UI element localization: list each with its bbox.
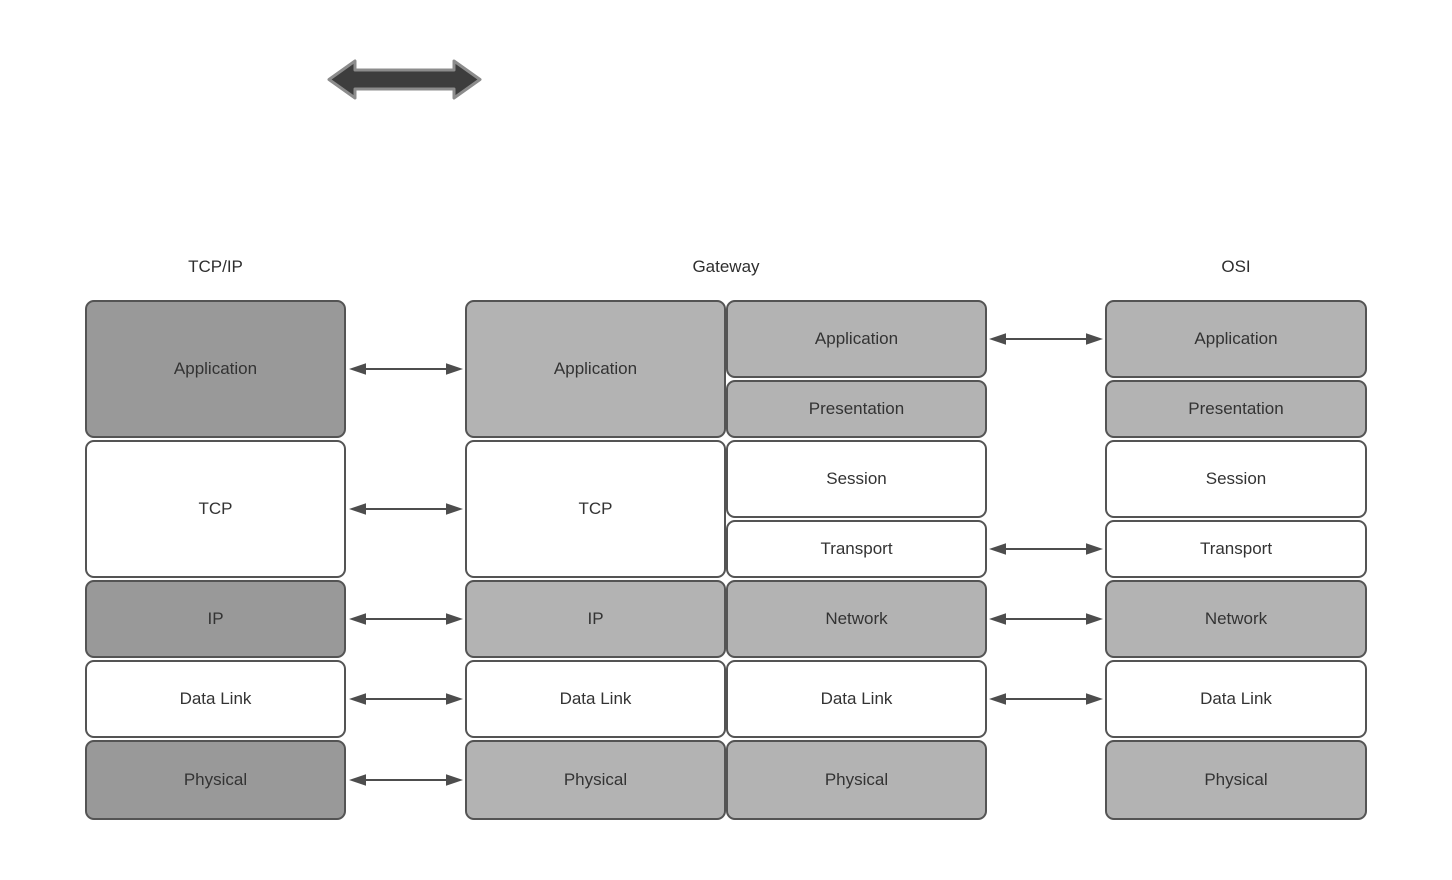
osi-layer-transport: Transport <box>1105 520 1367 578</box>
gateway-right-layer-physical: Physical <box>726 740 987 820</box>
gateway-left-layer-tcp: TCP <box>465 440 726 578</box>
tcpip-layer-ip: IP <box>85 580 346 658</box>
gateway-column-title: Gateway <box>692 257 760 276</box>
gateway-right-layer-session: Session <box>726 440 987 518</box>
tcpip-layer-application: Application <box>85 300 346 438</box>
arrow-gateway-osi-transport <box>989 541 1103 557</box>
arrow-tcpip-gateway-tcp <box>349 501 463 517</box>
osi-layer-session: Session <box>1105 440 1367 518</box>
gateway-right-layer-transport: Transport <box>726 520 987 578</box>
osi-layer-data-link: Data Link <box>1105 660 1367 738</box>
tcpip-layer-physical: Physical <box>85 740 346 820</box>
gateway-left-layer-application: Application <box>465 300 726 438</box>
osi-column-title: OSI <box>1221 257 1251 276</box>
arrow-gateway-osi-network <box>989 611 1103 627</box>
osi-layer-application: Application <box>1105 300 1367 378</box>
gateway-right-layer-data-link: Data Link <box>726 660 987 738</box>
tcpip-layer-tcp: TCP <box>85 440 346 578</box>
arrow-gateway-osi-application <box>989 331 1103 347</box>
gateway-left-layer-physical: Physical <box>465 740 726 820</box>
gateway-right-layer-network: Network <box>726 580 987 658</box>
tcpip-layer-data-link: Data Link <box>85 660 346 738</box>
osi-layer-physical: Physical <box>1105 740 1367 820</box>
double-headed-arrow-icon <box>327 59 482 100</box>
gateway-left-layer-data-link: Data Link <box>465 660 726 738</box>
arrow-tcpip-gateway-data-link <box>349 691 463 707</box>
osi-layer-network: Network <box>1105 580 1367 658</box>
tcpip-column-title: TCP/IP <box>188 257 243 276</box>
arrow-tcpip-gateway-application <box>349 361 463 377</box>
gateway-right-layer-application: Application <box>726 300 987 378</box>
osi-layer-presentation: Presentation <box>1105 380 1367 438</box>
arrow-tcpip-gateway-physical <box>349 772 463 788</box>
gateway-right-layer-presentation: Presentation <box>726 380 987 438</box>
arrow-gateway-osi-data-link <box>989 691 1103 707</box>
arrow-tcpip-gateway-ip <box>349 611 463 627</box>
gateway-left-layer-ip: IP <box>465 580 726 658</box>
